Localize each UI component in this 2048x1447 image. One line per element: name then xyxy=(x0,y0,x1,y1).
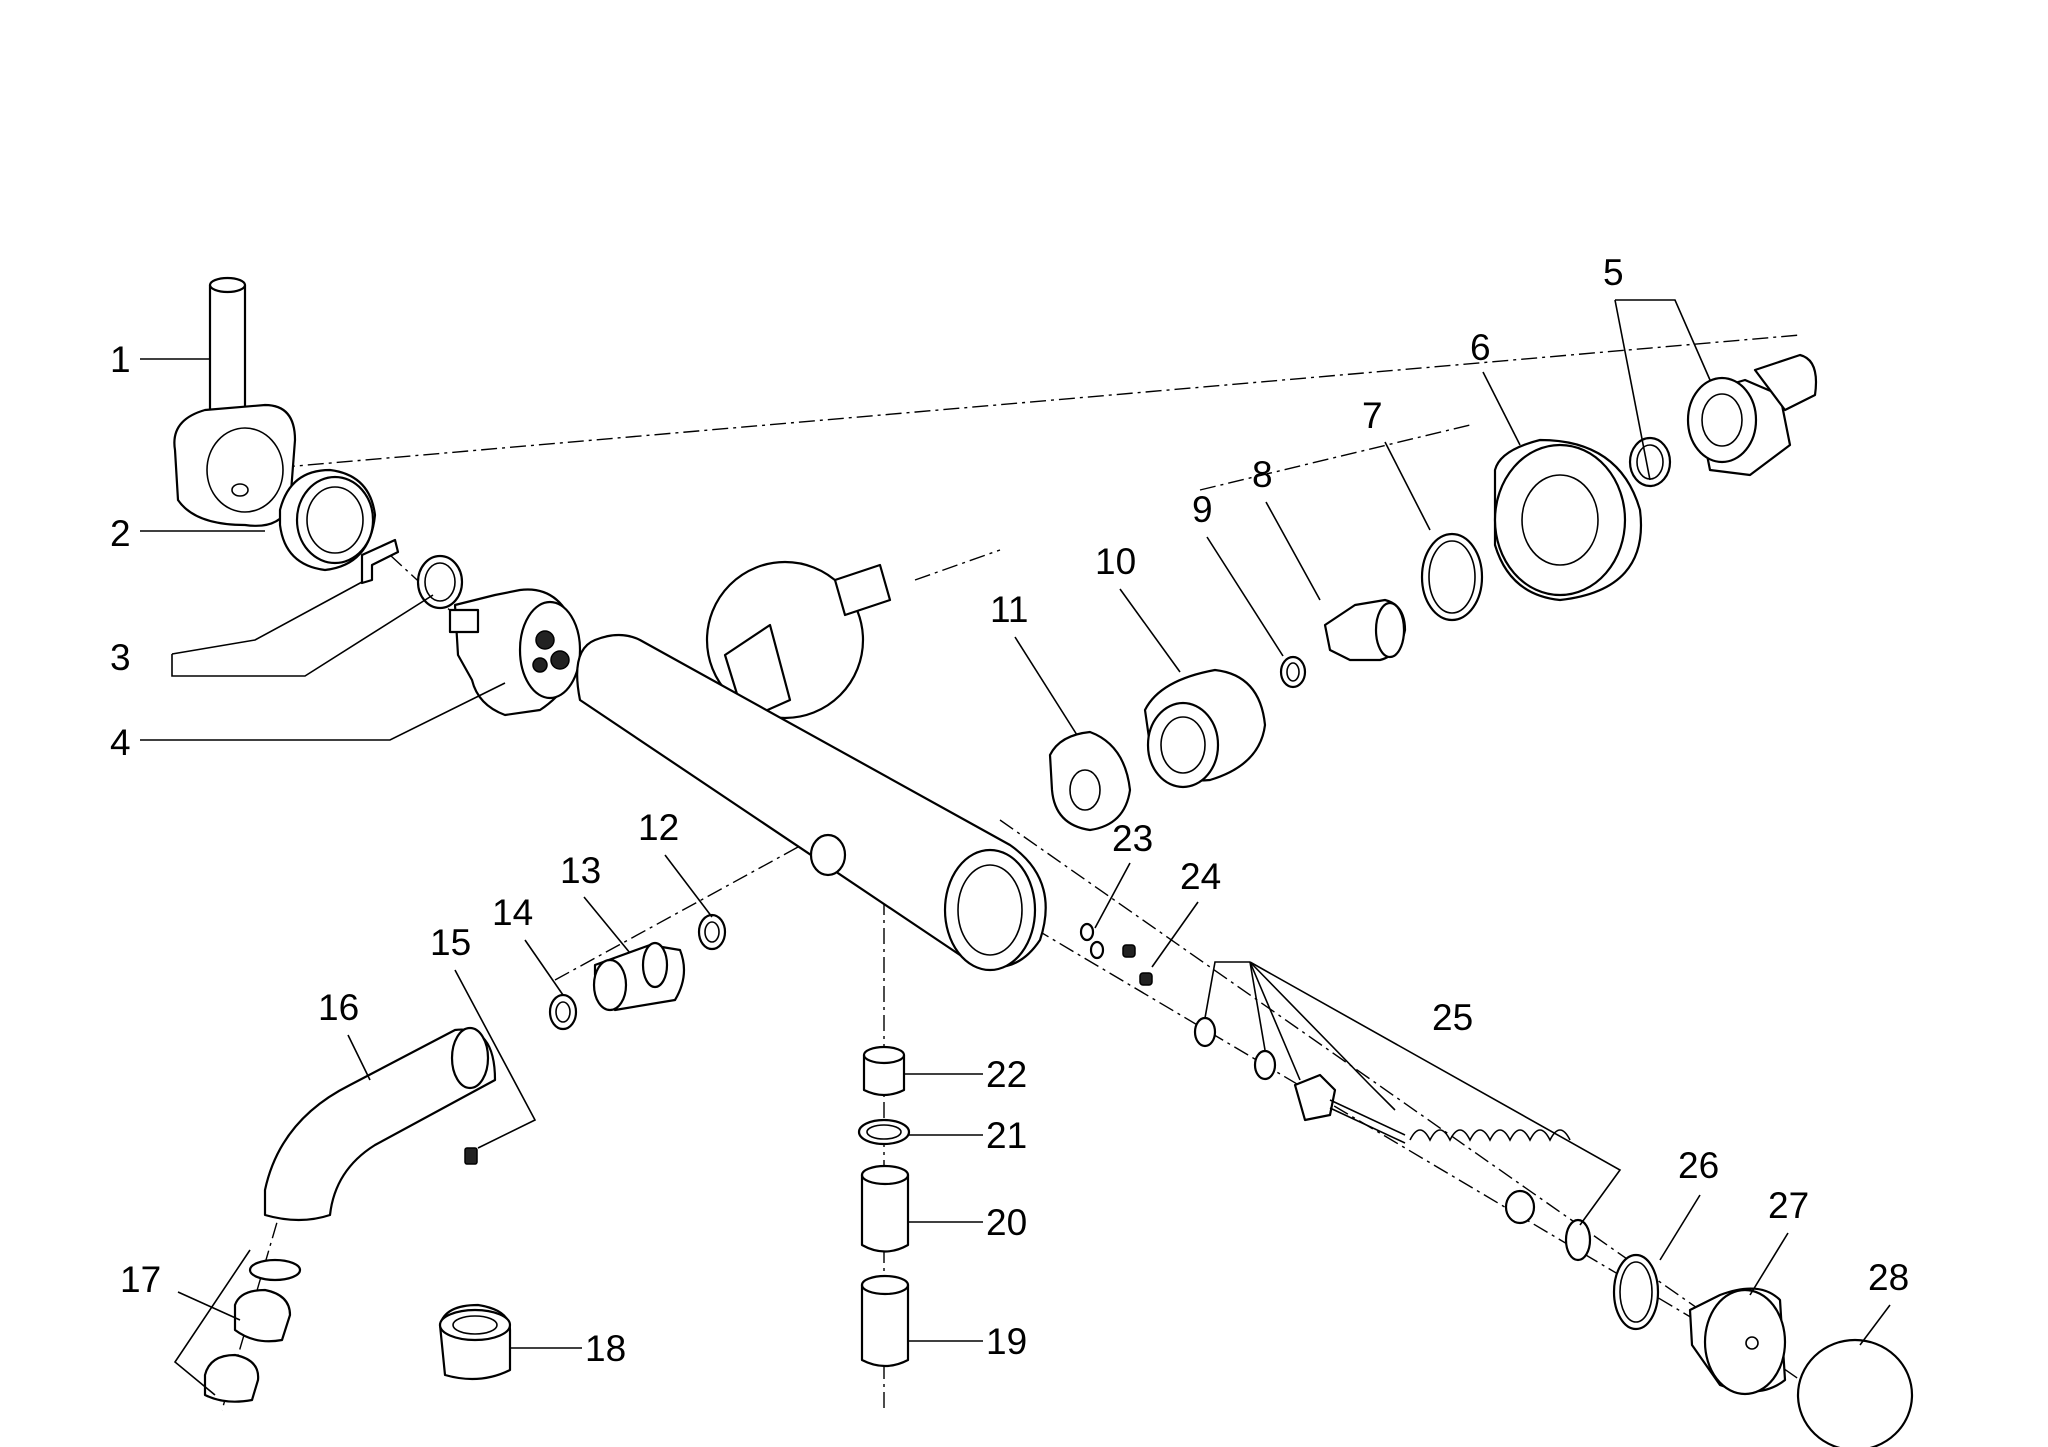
callout-1: 1 xyxy=(110,339,131,380)
part-13-valve-insert xyxy=(592,941,686,1012)
part-27-housing xyxy=(1688,1287,1787,1396)
leader-lines xyxy=(140,299,1891,1396)
callout-25: 25 xyxy=(1432,997,1473,1038)
part-14-o-ring xyxy=(548,993,578,1031)
callout-22: 22 xyxy=(986,1054,1027,1095)
callout-4: 4 xyxy=(110,722,131,763)
part-12-o-ring xyxy=(697,913,727,951)
callout-28: 28 xyxy=(1868,1257,1909,1298)
part-26-o-ring xyxy=(1612,1253,1660,1331)
part-28-cap xyxy=(1796,1338,1914,1447)
part-24-screws xyxy=(1122,944,1153,986)
part-7-o-ring xyxy=(1420,532,1484,622)
part-16-spout xyxy=(263,1026,497,1222)
callout-12: 12 xyxy=(638,807,679,848)
callout-18: 18 xyxy=(585,1328,626,1369)
part-11-spacer xyxy=(1048,730,1132,832)
callout-5: 5 xyxy=(1603,252,1624,293)
part-1-lever-handle xyxy=(173,276,297,527)
part-10-nut xyxy=(1143,668,1267,789)
part-6-escutcheon xyxy=(1493,438,1643,602)
mixer-body xyxy=(576,560,1047,972)
callout-10: 10 xyxy=(1095,541,1136,582)
callout-19: 19 xyxy=(986,1321,1027,1362)
part-3-clip-and-ring xyxy=(360,538,464,610)
part-21-o-ring xyxy=(857,1118,911,1146)
part-23-small-seals xyxy=(1079,922,1105,960)
callout-20: 20 xyxy=(986,1202,1027,1243)
part-5-inlet-union xyxy=(1628,353,1818,488)
part-2-cap-ring xyxy=(278,468,377,572)
callout-3: 3 xyxy=(110,637,131,678)
part-4-cartridge xyxy=(448,588,582,717)
callout-labels: 1 2 3 4 5 6 7 8 9 10 11 12 13 14 15 16 1… xyxy=(110,252,1909,1369)
part-9-small-o-ring xyxy=(1279,655,1307,689)
callout-26: 26 xyxy=(1678,1145,1719,1186)
part-19-sleeve xyxy=(860,1274,910,1368)
callout-24: 24 xyxy=(1180,856,1221,897)
callout-27: 27 xyxy=(1768,1185,1809,1226)
callout-17: 17 xyxy=(120,1259,161,1300)
part-25-thermostat-assembly xyxy=(1193,1016,1592,1262)
part-20-adapter xyxy=(860,1164,910,1253)
callout-6: 6 xyxy=(1470,327,1491,368)
callout-16: 16 xyxy=(318,987,359,1028)
callout-9: 9 xyxy=(1192,489,1213,530)
callout-11: 11 xyxy=(990,589,1028,630)
callout-15: 15 xyxy=(430,922,471,963)
callout-13: 13 xyxy=(560,850,601,891)
part-18-aerator-housing xyxy=(438,1303,512,1381)
part-17-aerator xyxy=(203,1258,302,1403)
callout-8: 8 xyxy=(1252,454,1273,495)
callout-7: 7 xyxy=(1362,395,1383,436)
callout-23: 23 xyxy=(1112,818,1153,859)
part-8-check-valve xyxy=(1323,598,1407,662)
callout-2: 2 xyxy=(110,513,131,554)
part-15-grub-screw xyxy=(464,1147,478,1165)
callout-14: 14 xyxy=(492,892,533,933)
part-22-bushing xyxy=(862,1045,906,1097)
callout-21: 21 xyxy=(986,1115,1027,1156)
